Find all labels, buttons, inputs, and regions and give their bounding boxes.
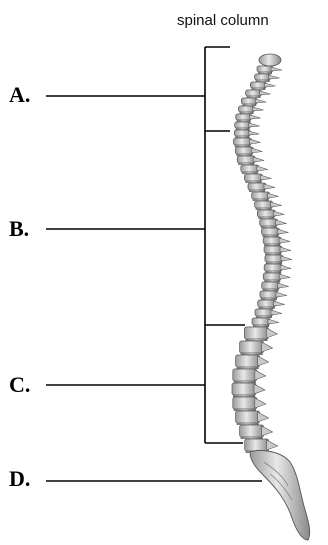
spinous-process: [264, 184, 275, 189]
vertebra-body: [241, 98, 257, 104]
vertebra-body: [239, 106, 255, 112]
vertebra-body: [244, 174, 262, 181]
spinous-process: [271, 67, 282, 71]
vertebra-body: [260, 219, 278, 226]
vertebra-body: [236, 114, 252, 120]
vertebra-body: [234, 130, 250, 136]
spinous-process: [278, 283, 289, 288]
vertebra-body: [235, 122, 251, 128]
vertebra-body: [234, 138, 252, 145]
vertebra-body: [236, 411, 260, 423]
vertebra-body: [235, 147, 253, 154]
spinous-process: [280, 247, 291, 252]
spinous-process: [280, 265, 291, 270]
vertebra-body: [236, 355, 260, 367]
vertebra-body: [255, 201, 273, 208]
sacrum-coccyx: [250, 450, 310, 540]
spinous-process: [273, 211, 284, 216]
vertebra-body: [240, 341, 264, 353]
spinous-process: [257, 166, 268, 171]
spinous-process: [253, 157, 264, 162]
spinous-process: [255, 370, 266, 380]
vertebra-body: [264, 264, 282, 271]
spinous-process: [251, 148, 262, 153]
vertebra-body: [262, 282, 280, 289]
spinous-process: [253, 107, 264, 111]
spinous-process: [268, 319, 279, 324]
atlas-vertebra: [259, 54, 281, 66]
spinous-process: [281, 256, 292, 261]
vertebra-body: [252, 192, 270, 199]
spinous-process: [248, 131, 259, 135]
vertebra-body: [257, 66, 273, 72]
spinous-process: [276, 292, 287, 297]
spinous-process: [266, 328, 277, 338]
spinous-process: [269, 75, 280, 79]
vertebra-body: [263, 273, 281, 280]
vertebra-body: [232, 383, 256, 395]
spinous-process: [262, 426, 273, 436]
spinous-process: [278, 229, 289, 234]
vertebra-body: [264, 246, 282, 253]
vertebra-body: [241, 165, 259, 172]
vertebra-body: [237, 156, 255, 163]
vertebra-body: [252, 318, 270, 325]
spinous-process: [250, 139, 261, 144]
vertebra-body: [250, 82, 266, 88]
spinous-process: [255, 99, 266, 103]
vertebra-body: [240, 425, 264, 437]
spinous-process: [260, 91, 271, 95]
vertebra-body: [260, 291, 278, 298]
spinous-process: [254, 384, 265, 394]
spinous-process: [268, 193, 279, 198]
spinous-process: [276, 220, 287, 225]
spinous-process: [271, 310, 282, 315]
vertebra-body: [233, 369, 257, 381]
vertebra-body: [245, 439, 269, 451]
spinous-process: [258, 412, 269, 422]
spinous-process: [264, 83, 275, 87]
vertebra-body: [248, 183, 266, 190]
spinous-process: [274, 301, 285, 306]
spinous-process: [250, 115, 261, 119]
vertebra-body: [255, 74, 271, 80]
spinous-process: [262, 342, 273, 352]
vertebra-body: [257, 210, 275, 217]
spinous-process: [279, 274, 290, 279]
spinous-process: [258, 356, 269, 366]
vertebra-body: [258, 300, 276, 307]
vertebra-body: [246, 90, 262, 96]
spinous-process: [271, 202, 282, 207]
vertebra-body: [233, 397, 257, 409]
vertebra-body: [265, 255, 283, 262]
spinous-process: [279, 238, 290, 243]
vertebra-body: [244, 327, 268, 339]
spinous-process: [249, 123, 260, 127]
spinous-process: [267, 440, 278, 450]
vertebra-body: [255, 309, 273, 316]
vertebra-body: [262, 228, 280, 235]
spine-illustration: [232, 54, 310, 540]
vertebra-body: [263, 237, 281, 244]
spinous-process: [260, 175, 271, 180]
spinous-process: [255, 398, 266, 408]
